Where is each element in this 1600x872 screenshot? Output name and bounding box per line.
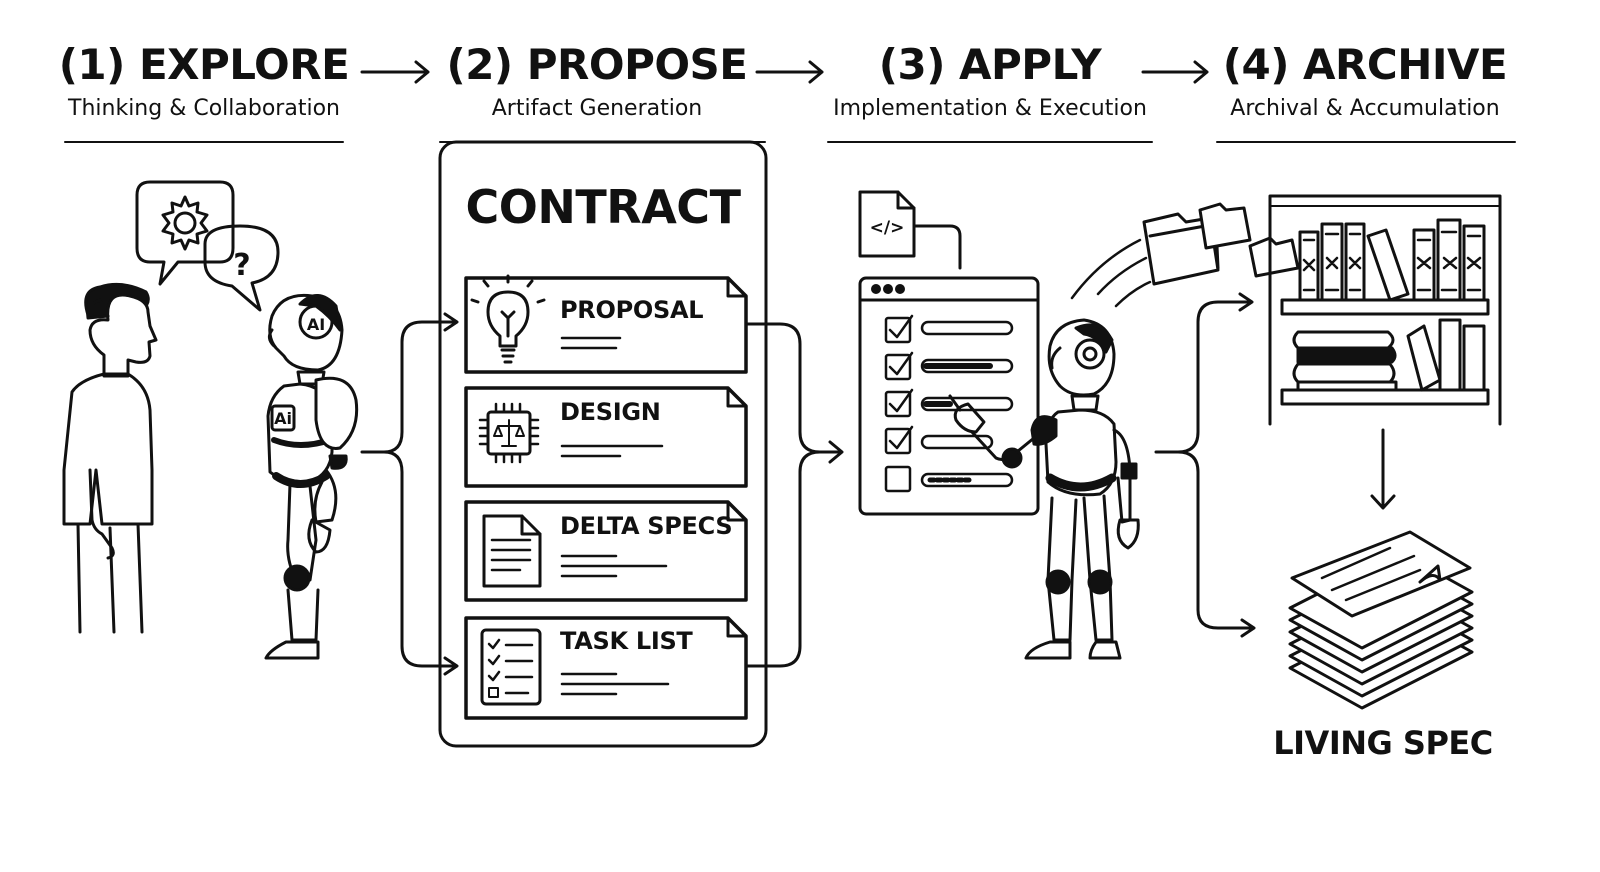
step-4-subtitle: Archival & Accumulation (1230, 96, 1500, 121)
chip-scales-icon (478, 402, 540, 464)
card-proposal-frame (464, 276, 748, 374)
document-icon (482, 514, 542, 588)
gear-speech-bubble (135, 180, 235, 286)
step-3-title: (3) APPLY (878, 40, 1102, 89)
card-task-list-label: TASK LIST (560, 627, 693, 655)
motion-lines (1070, 238, 1152, 308)
gear-icon (161, 195, 209, 251)
header-arrows (360, 60, 1209, 84)
step-1-title: (1) EXPLORE (58, 40, 350, 89)
card-task-list-frame (464, 616, 748, 720)
bookshelf (1268, 194, 1502, 426)
explore-to-contract-connector (360, 312, 459, 676)
ai-badge-chest: Ai (274, 409, 292, 428)
code-file-icon (858, 190, 962, 270)
card-delta-specs-label: DELTA SPECS (560, 512, 733, 540)
human-figure (62, 282, 158, 634)
card-delta-specs-frame (464, 500, 748, 602)
contract-to-apply-connector (744, 322, 844, 668)
ai-badge-head: AI (307, 315, 325, 334)
contract-title: CONTRACT (465, 180, 741, 234)
step-4-title: (4) ARCHIVE (1222, 40, 1508, 89)
step-1-subtitle: Thinking & Collaboration (68, 96, 340, 121)
question-mark: ? (233, 248, 250, 283)
apply-to-archive-connector (1154, 292, 1256, 638)
step-2-title: (2) PROPOSE (446, 40, 749, 89)
down-arrow (1370, 428, 1396, 510)
step-3-subtitle: Implementation & Execution (833, 96, 1147, 121)
checklist-icon (480, 628, 542, 706)
contract-container (438, 140, 768, 748)
task-browser-window (858, 276, 1040, 516)
card-design-label: DESIGN (560, 398, 661, 426)
ai-robot-apply (948, 318, 1140, 660)
card-design-frame (464, 386, 748, 488)
ai-robot-explore (264, 293, 359, 660)
living-spec-stack (1288, 530, 1474, 710)
step-2-subtitle: Artifact Generation (491, 96, 703, 121)
question-speech-bubble (203, 224, 280, 312)
card-proposal-label: PROPOSAL (560, 296, 704, 324)
living-spec-label: LIVING SPEC (1273, 724, 1493, 762)
lightbulb-icon (470, 274, 546, 364)
code-symbol: </> (870, 218, 905, 238)
